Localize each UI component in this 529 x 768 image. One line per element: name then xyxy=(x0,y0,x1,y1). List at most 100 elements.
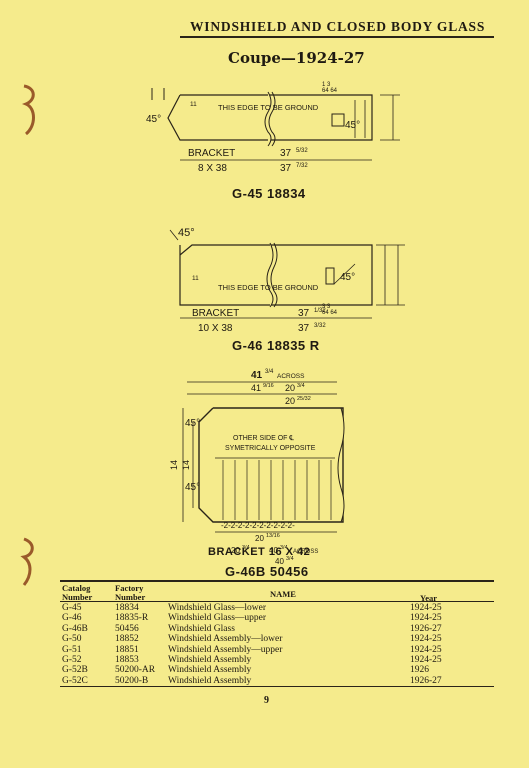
g46b-across-label: ACROSS xyxy=(277,373,305,380)
g46b-bottom-2034-frac: 3/4 xyxy=(242,545,250,551)
svg-text:11: 11 xyxy=(192,275,199,282)
cell-catalog: G-52C xyxy=(62,675,88,686)
g46-angle-top: 45° xyxy=(178,227,195,239)
g46b-dim-20b-frac: 25/32 xyxy=(297,396,311,402)
table-row: G-52B 50200-AR Windshield Assembly 1926 xyxy=(60,665,494,676)
diagram-g46: 45° 11 THIS EDGE TO BE GROUND 45° BRACKE… xyxy=(169,227,405,334)
header-factory: Factory Number xyxy=(115,583,146,602)
g46-dim-a: 37 xyxy=(298,308,310,319)
g45-dim-b-frac: 7/32 xyxy=(296,163,308,169)
cell-factory: 50200-AR xyxy=(115,665,156,676)
cell-year: 1924-25 xyxy=(410,655,442,665)
cell-year: 1924-25 xyxy=(410,634,442,645)
cell-factory: 50456 xyxy=(115,623,139,634)
g46b-note-2: SYMETRICALLY OPPOSITE xyxy=(225,445,316,452)
cell-catalog: G-52 xyxy=(62,655,82,665)
g46b-note-1: OTHER SIDE OF ℄ xyxy=(233,435,294,442)
diagram-g45: 11 THIS EDGE TO BE GROUND 45° 45° BRACKE… xyxy=(146,82,400,174)
g46b-dim-20a: 20 xyxy=(285,383,295,393)
table-row: G-45 18834 Windshield Glass—lower 1924-25 xyxy=(60,603,494,614)
cell-year: 1926 xyxy=(410,665,429,676)
g46b-angle-bottom: 45° xyxy=(185,482,200,493)
header-year: Year xyxy=(420,593,437,603)
page-header: WINDSHIELD AND CLOSED BODY GLASS xyxy=(190,19,486,34)
g46b-across-top-frac: 3/4 xyxy=(265,369,274,375)
table-row: G-52C 50200-B Windshield Assembly 1926-27 xyxy=(60,676,494,687)
cell-year: 1924-25 xyxy=(410,644,442,655)
svg-text:11: 11 xyxy=(190,101,197,108)
g46-dim-b-frac: 3/32 xyxy=(314,323,326,329)
header-rule xyxy=(180,36,494,38)
cell-catalog: G-51 xyxy=(62,644,82,655)
cell-factory: 18834 xyxy=(115,603,139,613)
cell-catalog: G-50 xyxy=(62,634,82,645)
header-name: NAME xyxy=(270,589,296,599)
cell-name: Windshield Assembly xyxy=(168,675,252,686)
cell-factory: 18853 xyxy=(115,655,139,665)
diagram-g46b: 41 3/4 ACROSS 41 9/16 20 3/4 20 25/32 45… xyxy=(169,369,345,565)
table-row: G-51 18851 Windshield Assembly—upper 1924-2… xyxy=(60,645,494,656)
svg-text:3 3: 3 3 xyxy=(322,304,331,310)
cell-name: Windshield Assembly—upper xyxy=(168,644,283,655)
cell-catalog: G-46 xyxy=(62,613,82,624)
cell-factory: 50200-B xyxy=(115,675,149,686)
table-bottom-rule xyxy=(60,686,494,687)
table-top-rule xyxy=(60,580,494,582)
g46-angle-right: 45° xyxy=(340,272,355,283)
g46-bracket: BRACKET xyxy=(192,308,239,319)
cell-name: Windshield Assembly—lower xyxy=(168,634,283,645)
cell-catalog: G-52B xyxy=(62,665,88,676)
g45-caption: G-45 18834 xyxy=(232,186,306,201)
cell-name: Windshield Glass—upper xyxy=(168,613,267,624)
cell-catalog: G-45 xyxy=(62,603,82,613)
svg-text:64 64: 64 64 xyxy=(322,310,338,316)
g46b-bottom-402: 40 xyxy=(275,557,284,565)
g46-size: 10 X 38 xyxy=(198,323,233,334)
g45-angle-left: 45° xyxy=(146,114,161,125)
g46-dim-a-frac: 1/32 xyxy=(314,308,326,314)
g45-edge-note: THIS EDGE TO BE GROUND xyxy=(218,103,319,112)
svg-text:-2-2-2-2-2-2-2-2-2-2-: -2-2-2-2-2-2-2-2-2-2- xyxy=(221,521,295,530)
table-row: G-50 18852 Windshield Assembly—lower 1924-2… xyxy=(60,634,494,645)
cell-factory: 18851 xyxy=(115,644,139,655)
cell-name: Windshield Glass—lower xyxy=(168,603,267,613)
g46b-angle-top: 45° xyxy=(185,418,200,429)
g46-dim-b: 37 xyxy=(298,323,310,334)
cell-name: Windshield Assembly xyxy=(168,665,252,676)
cell-year: 1926-27 xyxy=(410,675,442,686)
g46b-bottom-40-frac: 3/4 xyxy=(280,545,288,551)
g46b-bottom-20-frac: 13/16 xyxy=(266,533,280,539)
cell-year: 1926-27 xyxy=(410,623,442,634)
g46b-dim-20a-frac: 3/4 xyxy=(297,383,305,389)
table-header-rule xyxy=(60,601,494,602)
g45-size: 8 X 38 xyxy=(198,163,227,174)
header-catalog: Catalog Number xyxy=(62,583,93,602)
g46b-across-top: 41 xyxy=(251,370,263,381)
binding-thread-bottom xyxy=(20,537,34,586)
svg-text:14: 14 xyxy=(169,460,179,470)
cell-year: 1924-25 xyxy=(410,603,442,613)
g45-angle-right: 45° xyxy=(345,120,360,131)
cell-catalog: G-46B xyxy=(62,623,88,634)
g46b-dim-41-frac: 9/16 xyxy=(263,383,274,389)
g46b-bottom-2034: 20 xyxy=(231,546,240,555)
cell-factory: 18852 xyxy=(115,634,139,645)
g45-dim-a-frac: 5/32 xyxy=(296,148,308,154)
table-row: G-46B 50456 Windshield Glass 1926-27 xyxy=(60,624,494,635)
g46b-bracket: BRACKET 16 X 42 xyxy=(208,546,311,558)
svg-text:64 64: 64 64 xyxy=(322,88,338,94)
cell-name: Windshield Glass xyxy=(168,623,235,634)
table-row: G-52 18853 Windshield Assembly 1924-25 xyxy=(60,655,494,666)
g45-dim-a: 37 xyxy=(280,148,292,159)
g46b-dim-41: 41 xyxy=(251,383,261,393)
g46b-caption: G-46B 50456 xyxy=(225,564,309,579)
svg-text:14: 14 xyxy=(181,460,191,470)
binding-thread-top xyxy=(21,84,35,136)
g46-edge-note: THIS EDGE TO BE GROUND xyxy=(218,283,319,292)
g46b-bottom-20: 20 xyxy=(255,534,264,543)
cell-name: Windshield Assembly xyxy=(168,655,252,665)
cell-factory: 18835-R xyxy=(115,613,149,624)
svg-text:1 3: 1 3 xyxy=(322,82,331,88)
